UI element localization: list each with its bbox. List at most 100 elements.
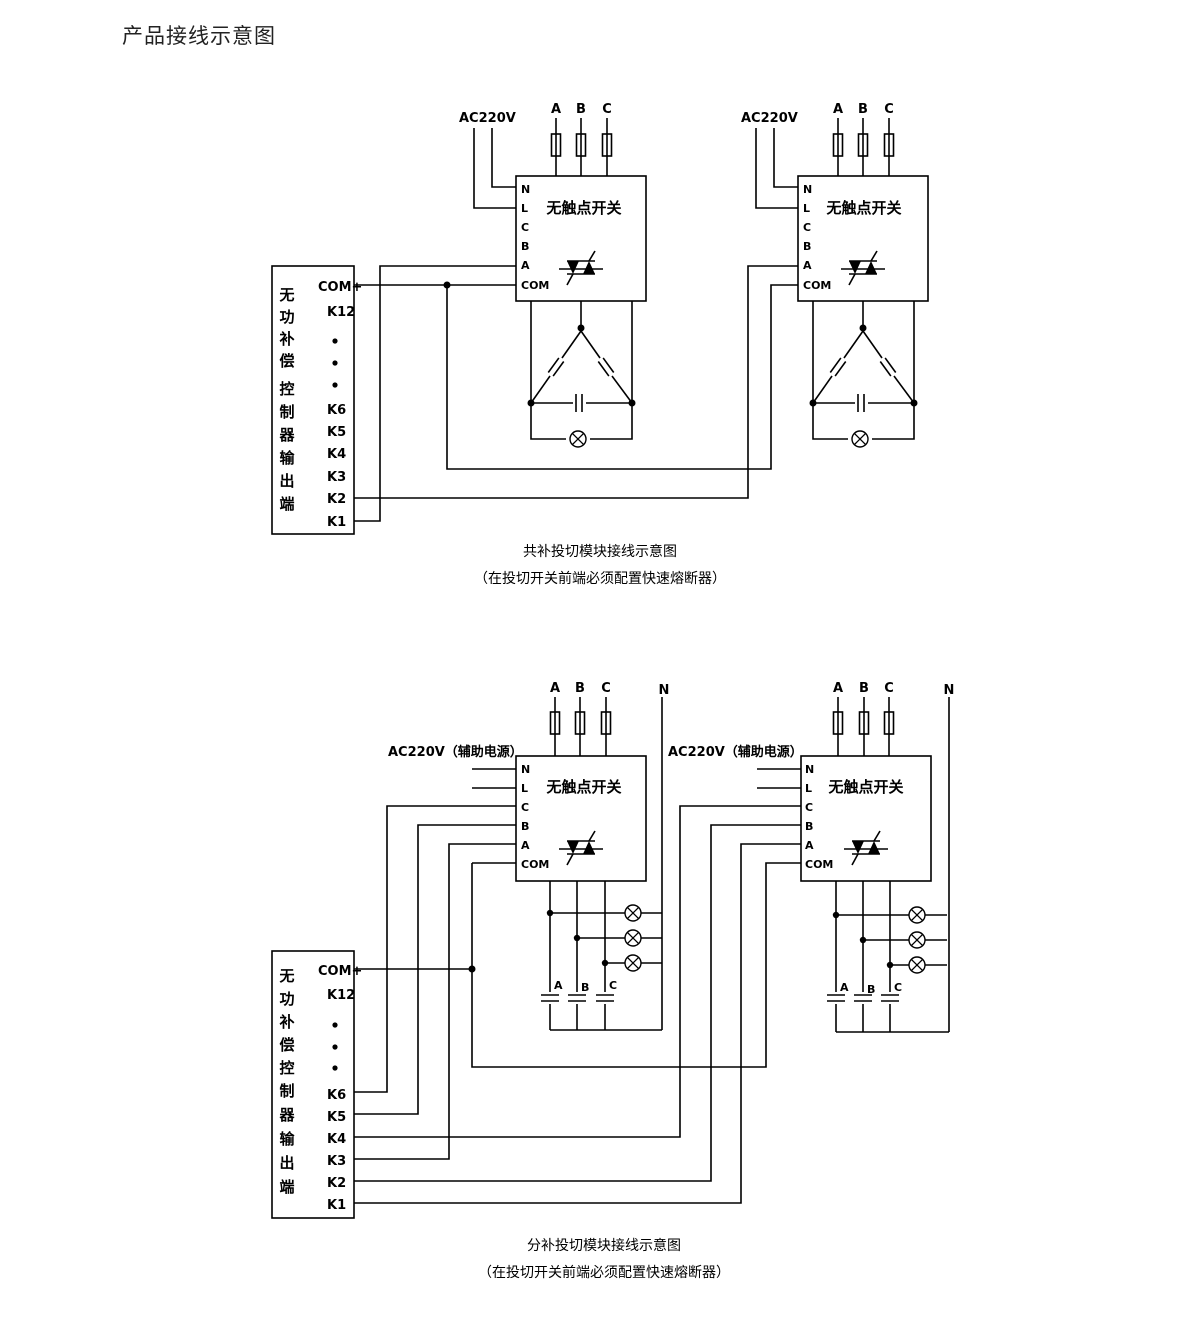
pin-a: A bbox=[521, 259, 530, 272]
terminal-k6: K6 bbox=[327, 1088, 346, 1103]
controller-char: 制 bbox=[279, 403, 294, 421]
capacitor-icon bbox=[880, 994, 900, 1002]
diagram1-note: （在投切开关前端必须配置快速熔断器） bbox=[474, 570, 726, 587]
fuse-icon bbox=[601, 133, 613, 157]
controller-char: 偿 bbox=[279, 1036, 294, 1054]
controller-char: 输 bbox=[279, 449, 295, 467]
controller-char: 控 bbox=[279, 380, 294, 398]
ac220v-label: AC220V bbox=[741, 111, 798, 126]
terminal-k3: K3 bbox=[327, 470, 346, 485]
capacitor-icon bbox=[829, 357, 847, 377]
phase-c-label: C bbox=[894, 981, 902, 994]
controller-char: 出 bbox=[279, 1154, 294, 1172]
diagram-separate-compensation: 无 功 补 偿 控 制 器 输 出 端 COM+ K12 K6 K5 K4 K3… bbox=[271, 681, 955, 1281]
fuse-icon bbox=[575, 133, 587, 157]
fuse-icon bbox=[857, 133, 869, 157]
phase-c-label: C bbox=[601, 681, 611, 696]
ellipsis-dot bbox=[332, 1065, 338, 1071]
capacitor-icon bbox=[597, 357, 615, 377]
fuse-icon bbox=[574, 711, 586, 735]
pin-b: B bbox=[521, 240, 529, 253]
phase-a-label: A bbox=[551, 102, 561, 117]
pin-a: A bbox=[521, 839, 530, 852]
pin-a: A bbox=[805, 839, 814, 852]
fuse-icon bbox=[832, 133, 844, 157]
pin-com: COM bbox=[521, 858, 549, 871]
capacitor-icon bbox=[540, 994, 560, 1002]
indicator-lamp-icon bbox=[569, 430, 587, 448]
terminal-k5: K5 bbox=[327, 425, 346, 440]
capacitor-icon bbox=[595, 994, 615, 1002]
capacitor-icon bbox=[857, 393, 865, 413]
ellipsis-dot bbox=[332, 382, 338, 388]
indicator-lamp-icon bbox=[624, 904, 642, 922]
terminal-k12: K12 bbox=[327, 305, 355, 320]
ellipsis-dot bbox=[332, 338, 338, 344]
phase-b-label: B bbox=[867, 983, 875, 996]
pin-b: B bbox=[521, 820, 529, 833]
indicator-lamp-icon bbox=[908, 931, 926, 949]
phase-b-label: B bbox=[581, 981, 589, 994]
pin-a: A bbox=[803, 259, 812, 272]
pin-c: C bbox=[803, 221, 811, 234]
switch-title: 无触点开关 bbox=[827, 778, 903, 796]
terminal-k4: K4 bbox=[327, 1132, 346, 1147]
switch-module-1a: AC220V A B C 无触点开关 N L C B A COM bbox=[459, 102, 646, 448]
capacitor-icon bbox=[879, 357, 897, 377]
controller-char: 偿 bbox=[279, 352, 294, 370]
terminal-k1: K1 bbox=[327, 1198, 346, 1213]
terminal-k3: K3 bbox=[327, 1154, 346, 1169]
controller-char: 器 bbox=[278, 1106, 295, 1124]
controller-char: 补 bbox=[278, 1013, 294, 1031]
diagram2-caption: 分补投切模块接线示意图 bbox=[527, 1237, 681, 1254]
switch-module-1b: AC220V A B C 无触点开关 N L C B A COM bbox=[741, 102, 928, 448]
phase-c-label: C bbox=[884, 102, 894, 117]
indicator-lamp-icon bbox=[624, 929, 642, 947]
pin-com: COM bbox=[521, 279, 549, 292]
controller-char: 输 bbox=[279, 1130, 295, 1148]
terminal-k2: K2 bbox=[327, 492, 346, 507]
neutral-label: N bbox=[944, 683, 955, 698]
controller-box-1: 无 功 补 偿 控 制 器 输 出 端 COM+ K12 K6 K5 K4 K3… bbox=[271, 265, 362, 535]
phase-b-label: B bbox=[858, 102, 868, 117]
switch-module-2a: AC220V（辅助电源） A B C N 无触点开关 N L C B A COM bbox=[388, 681, 670, 1031]
pin-b: B bbox=[805, 820, 813, 833]
phase-c-label: C bbox=[884, 681, 894, 696]
terminal-k2: K2 bbox=[327, 1176, 346, 1191]
switch-title: 无触点开关 bbox=[545, 778, 621, 796]
capacitor-icon bbox=[826, 994, 846, 1002]
fuse-icon bbox=[600, 711, 612, 735]
terminal-com-plus: COM+ bbox=[318, 964, 362, 979]
fuse-icon bbox=[883, 711, 895, 735]
phase-a-label: A bbox=[833, 102, 843, 117]
terminal-k5: K5 bbox=[327, 1110, 346, 1125]
controller-char: 补 bbox=[278, 330, 294, 348]
controller-char: 控 bbox=[279, 1059, 294, 1077]
phase-a-label: A bbox=[554, 979, 563, 992]
controller-char: 功 bbox=[279, 990, 294, 1008]
indicator-lamp-icon bbox=[624, 954, 642, 972]
phase-a-label: A bbox=[550, 681, 560, 696]
phase-a-label: A bbox=[833, 681, 843, 696]
controller-char: 功 bbox=[279, 308, 294, 326]
pin-n: N bbox=[803, 183, 812, 196]
indicator-lamp-icon bbox=[908, 956, 926, 974]
indicator-lamp-icon bbox=[908, 906, 926, 924]
ellipsis-dot bbox=[332, 1022, 338, 1028]
pin-b: B bbox=[803, 240, 811, 253]
fuse-icon bbox=[883, 133, 895, 157]
capacitor-icon bbox=[567, 994, 587, 1002]
pin-c: C bbox=[521, 221, 529, 234]
pin-l: L bbox=[805, 782, 812, 795]
controller-char: 端 bbox=[279, 1178, 294, 1196]
fuse-icon bbox=[549, 711, 561, 735]
ac220v-aux-label: AC220V（辅助电源） bbox=[388, 744, 523, 760]
capacitor-icon bbox=[575, 393, 583, 413]
neutral-label: N bbox=[659, 683, 670, 698]
terminal-k4: K4 bbox=[327, 447, 346, 462]
pin-l: L bbox=[521, 782, 528, 795]
controller-char: 无 bbox=[278, 286, 294, 304]
pin-n: N bbox=[805, 763, 814, 776]
diagram1-caption: 共补投切模块接线示意图 bbox=[523, 543, 677, 560]
pin-n: N bbox=[521, 183, 530, 196]
